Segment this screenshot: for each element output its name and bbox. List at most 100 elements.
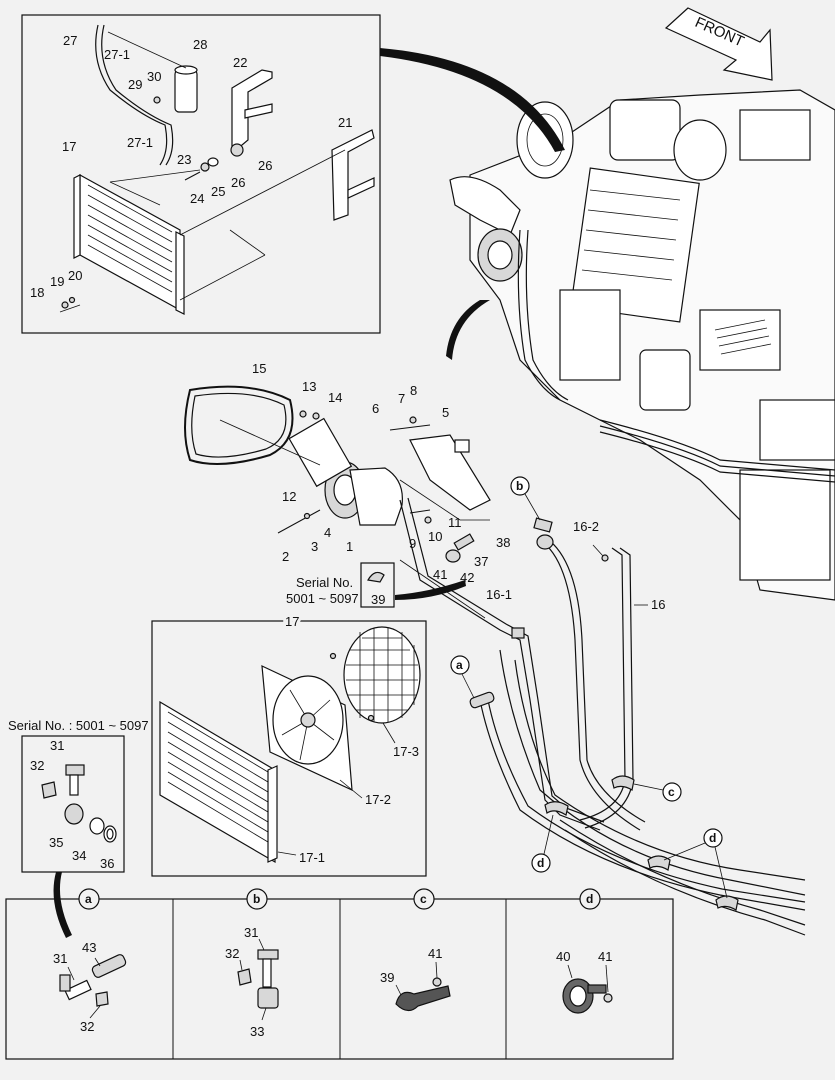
callout-27-1-top: 27-1 [104,47,130,62]
detail-panel-a: a 43 31 32 [53,888,127,1034]
serial-note-fitting: Serial No. : 5001 ~ 5097 [8,718,149,733]
panel-d-callout-40: 40 [556,949,570,964]
callout-6: 6 [372,401,379,416]
panel-c-callout-39: 39 [380,970,394,985]
callout-15: 15 [252,361,266,376]
callout-10: 10 [428,529,442,544]
fitting-callout-34: 34 [72,848,86,863]
svg-text:a: a [85,892,92,906]
callout-9: 9 [409,536,416,551]
detail-panel-d: d 40 41 [556,888,613,1014]
callout-16-1: 16-1 [486,587,512,602]
detail-panel-c: c 41 39 [380,888,451,1012]
callout-17-top: 17 [62,139,76,154]
svg-text:c: c [668,785,675,799]
callout-26-a: 26 [258,158,272,173]
callout-5: 5 [442,405,449,420]
condenser-core [159,700,278,864]
svg-text:d: d [537,856,544,870]
panel-a-callout-32: 32 [80,1019,94,1034]
detail-panels [5,898,674,1060]
callout-12: 12 [282,489,296,504]
svg-text:b: b [253,892,260,906]
callout-17-2: 17-2 [365,792,391,807]
callout-39-serial: 39 [371,592,385,607]
marker-d-main-left: d [531,814,554,873]
callout-11: 11 [448,515,462,530]
fan-guard [329,626,421,724]
marker-d-main-right: d [663,828,728,899]
callout-27-1-bottom: 27-1 [127,135,153,150]
clamp-39-box [360,562,395,608]
serial-note-clamp-range: 5001 ~ 5097 [286,591,359,606]
panel-b-callout-32: 32 [225,946,239,961]
panel-a-callout-43: 43 [82,940,96,955]
panel-c-callout-41: 41 [428,946,442,961]
panel-b-callout-33: 33 [250,1024,264,1039]
callout-1: 1 [346,539,353,554]
fitting-callout-35: 35 [49,835,63,850]
callout-38: 38 [496,535,510,550]
callout-7: 7 [398,391,405,406]
svg-text:a: a [456,658,463,672]
callout-21: 21 [338,115,352,130]
callout-17-1: 17-1 [299,850,325,865]
fitting-parts [41,764,117,843]
callout-18: 18 [30,285,44,300]
callout-13: 13 [302,379,316,394]
engine-grille [714,319,772,355]
callout-8: 8 [410,383,417,398]
marker-b-main: b [510,476,541,521]
callout-24: 24 [190,191,204,206]
panel-a-callout-31: 31 [53,951,67,966]
svg-text:b: b [516,479,523,493]
drive-belt [184,385,294,465]
callout-27: 27 [63,33,77,48]
clamp-pointer-arrow [395,580,466,600]
callout-2: 2 [282,549,289,564]
front-arrow: FRONT [664,7,773,81]
fitting-box [21,735,125,873]
radiator-inset-box [21,14,381,334]
callout-28: 28 [193,37,207,52]
svg-text:c: c [420,892,427,906]
fitting-callout-31: 31 [50,738,64,753]
callout-29: 29 [128,77,142,92]
compressor [219,410,491,563]
fitting-callout-32: 32 [30,758,44,773]
callout-16: 16 [651,597,665,612]
condenser-fan-shroud [261,665,353,791]
callout-22: 22 [233,55,247,70]
callout-16-2: 16-2 [573,519,599,534]
refrigerant-hoses [399,497,806,936]
callout-14: 14 [328,390,342,405]
callout-41: 41 [433,567,447,582]
callout-17-box: 17 [285,614,299,629]
callout-30: 30 [147,69,161,84]
marker-a-main: a [450,655,475,699]
fitting-pointer-arrow [53,872,72,938]
marker-c-main: c [633,782,682,802]
callout-20: 20 [68,268,82,283]
engine-pointer-arrow [446,300,490,360]
inset-pointer-arrow [380,48,565,152]
callout-3: 3 [311,539,318,554]
engine-assembly [449,89,835,601]
panel-d-callout-41: 41 [598,949,612,964]
callout-37: 37 [474,554,488,569]
callout-23: 23 [177,152,191,167]
condenser-17-box [151,620,427,877]
receiver-drier-parts [95,24,375,221]
callout-25: 25 [211,184,225,199]
callout-4: 4 [324,525,331,540]
condenser-inset [59,173,185,315]
callout-26-b: 26 [231,175,245,190]
detail-panel-b: b 31 32 33 [225,888,279,1039]
panel-b-callout-31: 31 [244,925,258,940]
serial-note-clamp-label: Serial No. [296,575,353,590]
callout-19: 19 [50,274,64,289]
fitting-callout-36: 36 [100,856,114,871]
svg-text:d: d [586,892,593,906]
